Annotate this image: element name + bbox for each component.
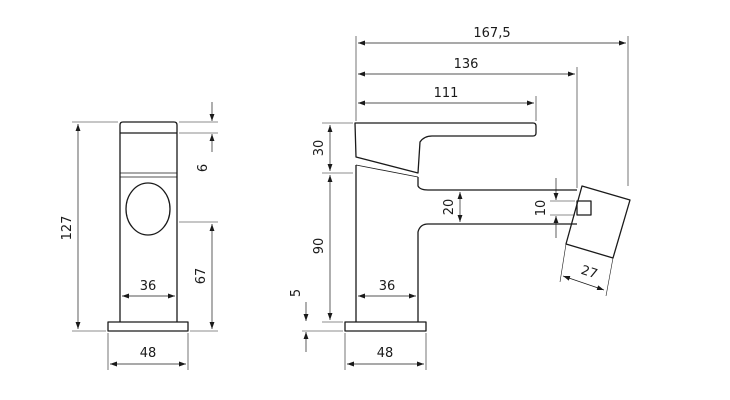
side-aerator-nozzle [576,200,592,216]
side-body-spout [355,165,577,322]
side-aerator-head [565,185,631,259]
dim-label-30: 30 [312,140,327,157]
dim-label-front-36: 36 [140,279,157,294]
side-handle [354,122,537,174]
dim-label-136: 136 [454,57,479,72]
front-view: 127 6 67 36 48 [60,102,218,370]
dim-label-20: 20 [442,199,457,216]
dim-label-front-48: 48 [140,346,157,361]
side-view: 167,5 136 111 30 90 5 20 10 [289,26,631,370]
side-base [344,321,427,332]
front-handle-outline [119,121,178,133]
dim-label-90: 90 [312,238,327,255]
dim-label-5: 5 [289,289,304,297]
dim-label-127: 127 [60,216,75,241]
front-base [107,321,189,332]
dim-label-67: 67 [194,268,209,285]
dim-label-side-36: 36 [379,279,396,294]
dim-label-10: 10 [534,200,549,217]
side-handle-joint [355,164,419,178]
dim-label-167-5: 167,5 [473,26,510,41]
dim-label-side-48: 48 [377,346,394,361]
dim-label-111: 111 [434,86,459,101]
dim-label-6: 6 [196,164,211,172]
front-aerator [125,182,171,236]
dim-line-27 [562,275,605,291]
dim-label-27: 27 [579,263,599,282]
